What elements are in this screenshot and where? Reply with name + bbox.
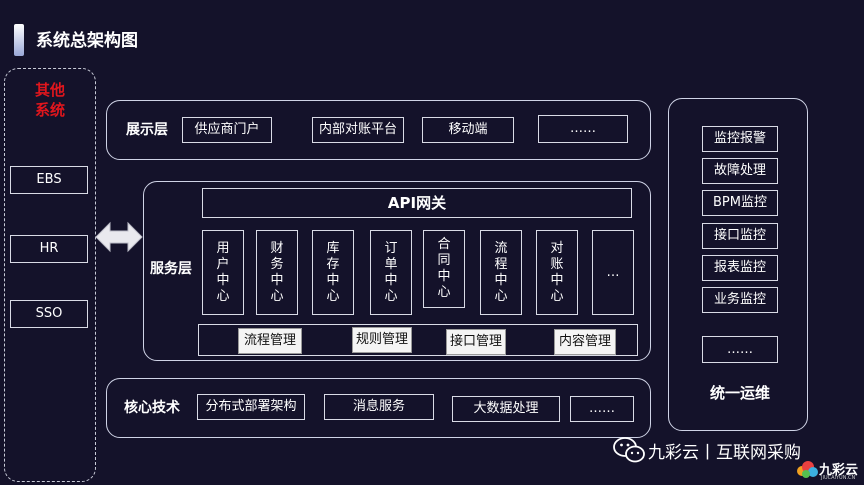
ops-item-report-monitoring: 报表监控 xyxy=(702,255,778,281)
operations-label: 统一运维 xyxy=(710,384,771,402)
watermark-text: 九彩云丨互联网采购 xyxy=(648,443,801,463)
display-item-mobile: 移动端 xyxy=(422,117,514,143)
double-arrow-icon xyxy=(95,221,143,253)
center-user: 用户中心 xyxy=(202,230,244,315)
other-system-item-ebs: EBS xyxy=(10,166,88,194)
core-tech-label: 核心技术 xyxy=(124,400,180,416)
display-layer-panel xyxy=(106,100,651,160)
operations-panel xyxy=(668,98,808,431)
service-layer-label: 服务层 xyxy=(150,261,192,277)
display-item-reconciliation-platform: 内部对账平台 xyxy=(312,117,404,143)
center-inventory: 库存中心 xyxy=(312,230,354,315)
center-reconciliation: 对账中心 xyxy=(536,230,578,315)
center-workflow: 流程中心 xyxy=(480,230,522,315)
management-workflow: 流程管理 xyxy=(238,328,302,354)
center-order: 订单中心 xyxy=(370,230,412,315)
center-contract: 合同中心 xyxy=(423,230,465,308)
brand-logo-sub: JIUCAIYUN.CN xyxy=(821,475,856,481)
brand-logo: 九彩云 JIUCAIYUN.CN xyxy=(795,456,863,484)
ops-item-interface-monitoring: 接口监控 xyxy=(702,223,778,249)
core-tech-distributed: 分布式部署架构 xyxy=(197,394,305,420)
ops-item-fault-handling: 故障处理 xyxy=(702,158,778,184)
ops-item-business-monitoring: 业务监控 xyxy=(702,287,778,313)
ops-item-monitoring-alert: 监控报警 xyxy=(702,126,778,152)
management-rules: 规则管理 xyxy=(352,327,412,353)
title-accent-bar xyxy=(14,24,24,56)
ops-item-bpm-monitoring: BPM监控 xyxy=(702,190,778,216)
page-title: 系统总架构图 xyxy=(36,31,138,51)
brand-logo-text: 九彩云 xyxy=(819,463,859,478)
display-layer-label: 展示层 xyxy=(126,122,168,138)
core-tech-more: …… xyxy=(570,396,634,422)
other-system-item-sso: SSO xyxy=(10,300,88,328)
cloud-logo-icon xyxy=(797,461,818,478)
display-item-more: …… xyxy=(538,115,628,143)
wechat-icon xyxy=(613,437,645,463)
center-more: … xyxy=(592,230,634,315)
management-interface: 接口管理 xyxy=(446,329,506,355)
management-content: 内容管理 xyxy=(554,329,616,355)
other-systems-panel xyxy=(4,68,96,482)
core-tech-messaging: 消息服务 xyxy=(324,394,434,420)
other-systems-label-line1: 其他 xyxy=(34,81,65,99)
other-systems-label: 其他 系统 xyxy=(4,80,96,120)
management-bar xyxy=(198,324,638,356)
api-gateway: API网关 xyxy=(202,188,632,218)
core-tech-big-data: 大数据处理 xyxy=(452,396,560,422)
display-item-supplier-portal: 供应商门户 xyxy=(182,117,272,143)
service-layer-panel xyxy=(143,181,651,361)
ops-item-more: …… xyxy=(702,336,778,363)
core-tech-panel xyxy=(106,378,651,438)
center-finance: 财务中心 xyxy=(256,230,298,315)
other-system-item-hr: HR xyxy=(10,235,88,263)
other-systems-label-line2: 系统 xyxy=(34,101,65,119)
